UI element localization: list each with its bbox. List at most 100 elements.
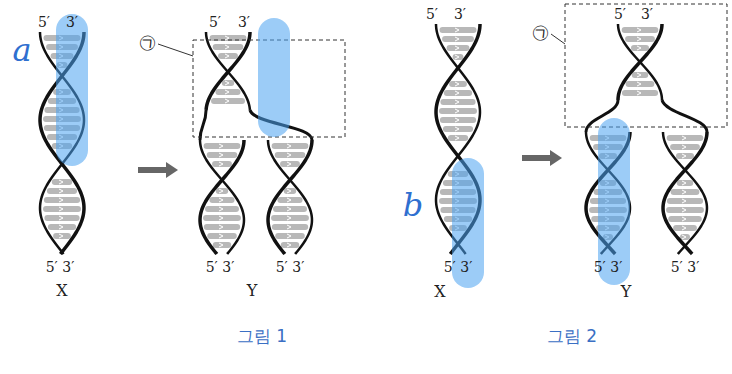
base-pair bbox=[625, 36, 655, 42]
base-mark bbox=[219, 207, 223, 211]
base-pair bbox=[676, 153, 694, 159]
base-mark bbox=[287, 153, 291, 157]
base-pair bbox=[680, 234, 690, 240]
base-mark bbox=[682, 136, 686, 140]
base-mark bbox=[59, 216, 63, 220]
strand-end: 5′ bbox=[614, 7, 626, 21]
molecule-label: Y bbox=[247, 283, 258, 299]
base-pair bbox=[667, 135, 704, 141]
figure-caption: 그림 1 bbox=[237, 328, 287, 345]
base-pair bbox=[204, 224, 240, 230]
base-mark bbox=[219, 225, 223, 229]
base-pair bbox=[203, 215, 241, 221]
strand-end: 5′ bbox=[209, 15, 221, 29]
base-pair bbox=[205, 206, 239, 212]
callout-symbol: ㉠ bbox=[532, 24, 549, 41]
base-pair bbox=[439, 108, 477, 114]
base-mark bbox=[455, 37, 459, 41]
molecule-label: X bbox=[56, 283, 67, 299]
base-pair bbox=[440, 99, 475, 105]
base-mark bbox=[287, 234, 291, 238]
base-pair bbox=[667, 198, 703, 204]
fork-strand bbox=[200, 110, 206, 140]
base-mark bbox=[682, 199, 686, 203]
base-pair bbox=[626, 81, 655, 87]
base-mark bbox=[455, 55, 459, 59]
base-mark bbox=[225, 90, 229, 94]
base-mark bbox=[637, 46, 641, 50]
base-mark bbox=[682, 190, 686, 194]
strand-end: 5′ 3′ bbox=[206, 260, 235, 274]
strand-end: 3′ bbox=[238, 15, 250, 29]
base-mark bbox=[455, 91, 459, 95]
figure-1 bbox=[40, 14, 345, 254]
highlight-band bbox=[258, 18, 290, 137]
base-mark bbox=[287, 243, 291, 247]
dna-strand bbox=[268, 140, 312, 254]
base-pair bbox=[443, 126, 473, 132]
base-mark bbox=[287, 144, 291, 148]
base-mark bbox=[59, 234, 63, 238]
base-pair bbox=[442, 36, 474, 42]
base-mark bbox=[225, 45, 229, 49]
base-pair bbox=[670, 144, 700, 150]
base-pair bbox=[277, 197, 302, 203]
dna-strand bbox=[663, 132, 707, 254]
highlight-band bbox=[56, 14, 88, 166]
base-pair bbox=[207, 233, 237, 239]
base-mark bbox=[219, 216, 223, 220]
base-mark bbox=[219, 144, 223, 148]
base-mark bbox=[682, 235, 686, 239]
molecule-label: Y bbox=[621, 284, 632, 300]
base-mark bbox=[682, 208, 686, 212]
base-mark bbox=[225, 99, 229, 103]
base-pair bbox=[52, 179, 72, 185]
base-mark bbox=[59, 225, 63, 229]
figure-caption: 그림 2 bbox=[547, 328, 597, 345]
base-pair bbox=[272, 224, 308, 230]
handwritten-mark: a bbox=[12, 34, 31, 66]
base-mark bbox=[455, 46, 459, 50]
base-mark bbox=[682, 181, 686, 185]
base-mark bbox=[287, 225, 291, 229]
base-pair bbox=[284, 188, 296, 194]
base-mark bbox=[287, 198, 291, 202]
base-pair bbox=[44, 215, 79, 221]
base-pair bbox=[273, 206, 307, 212]
base-mark bbox=[287, 207, 291, 211]
strand-end: 5′ 3′ bbox=[46, 260, 75, 274]
base-mark bbox=[455, 82, 459, 86]
base-pair bbox=[212, 161, 232, 167]
base-mark bbox=[59, 207, 63, 211]
base-pair bbox=[44, 197, 80, 203]
base-mark bbox=[682, 154, 686, 158]
base-mark bbox=[219, 243, 223, 247]
leader-line bbox=[551, 34, 565, 44]
base-pair bbox=[213, 242, 231, 248]
base-pair bbox=[275, 233, 305, 239]
base-pair bbox=[677, 180, 694, 186]
dna-strand bbox=[200, 140, 244, 254]
base-mark bbox=[455, 127, 459, 131]
dna-strand bbox=[268, 140, 312, 254]
callout-symbol: ㉠ bbox=[139, 34, 156, 51]
base-pair bbox=[272, 143, 309, 149]
base-pair bbox=[622, 90, 658, 96]
dna-strand bbox=[206, 32, 250, 110]
strand-end: 5′ 3′ bbox=[671, 260, 700, 274]
base-mark bbox=[225, 36, 229, 40]
dashed-region bbox=[565, 4, 727, 127]
base-pair bbox=[271, 215, 309, 221]
base-pair bbox=[622, 27, 659, 33]
base-mark bbox=[637, 82, 641, 86]
base-pair bbox=[632, 72, 649, 78]
strand-end: 3′ bbox=[66, 15, 78, 29]
process-arrow bbox=[138, 162, 178, 178]
base-pair bbox=[280, 161, 300, 167]
strand-end: 3′ bbox=[454, 7, 466, 21]
base-mark bbox=[637, 28, 641, 32]
dna-strand bbox=[200, 140, 244, 254]
base-mark bbox=[287, 216, 291, 220]
base-pair bbox=[673, 225, 697, 231]
base-mark bbox=[219, 234, 223, 238]
